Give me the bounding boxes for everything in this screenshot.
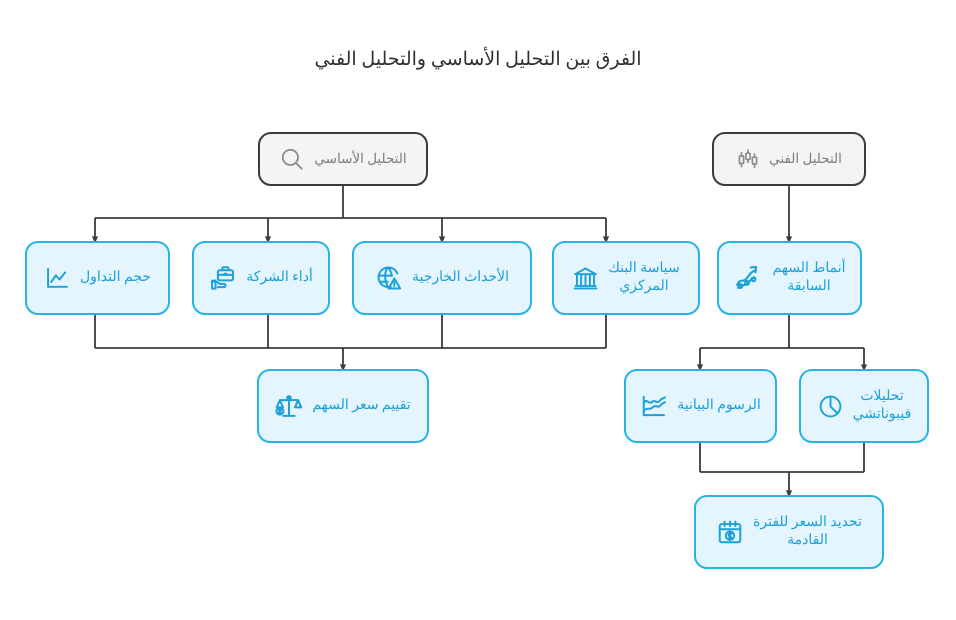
node-label: تحليلات فيبوناتشي: [852, 389, 912, 422]
node-label: أنماط السهم السابقة: [772, 261, 846, 294]
node-label: الأحداث الخارجية: [411, 270, 510, 286]
briefcase-hand-icon: [209, 264, 237, 292]
bank-icon: [572, 265, 599, 292]
calendar-dollar-icon: [716, 518, 744, 546]
node-fibonacci-analysis[interactable]: تحليلات فيبوناتشي: [799, 369, 929, 443]
node-label: سياسة البنك المركزي: [608, 261, 680, 294]
node-trading-volume[interactable]: حجم التداول: [25, 241, 170, 315]
node-label: الرسوم البيانية: [677, 398, 761, 414]
page-title: الفرق بين التحليل الأساسي والتحليل الفني: [314, 49, 642, 70]
node-external-events[interactable]: الأحداث الخارجية: [352, 241, 532, 315]
globe-alert-icon: [375, 264, 403, 292]
node-past-stock-patterns[interactable]: أنماط السهم السابقة: [717, 241, 862, 315]
node-technical-analysis[interactable]: التحليل الفني: [712, 132, 866, 186]
node-company-performance[interactable]: أداء الشركة: [192, 241, 330, 315]
line-chart-icon: [44, 265, 71, 292]
node-label: التحليل الفني: [769, 151, 842, 167]
node-label: حجم التداول: [79, 270, 152, 286]
node-central-bank-policy[interactable]: سياسة البنك المركزي: [552, 241, 700, 315]
search-icon: [279, 146, 305, 172]
pie-slice-icon: [817, 393, 844, 420]
node-label: أداء الشركة: [246, 270, 313, 286]
node-stock-price-valuation[interactable]: تقييم سعر السهم: [257, 369, 429, 443]
node-price-target-next-period[interactable]: تحديد السعر للفترة القادمة: [694, 495, 884, 569]
candlestick-chart-icon: [736, 147, 760, 171]
node-label: تحديد السعر للفترة القادمة: [753, 515, 862, 548]
scales-icon: [275, 392, 303, 420]
wave-chart-icon: [640, 392, 668, 420]
node-fundamental-analysis[interactable]: التحليل الأساسي: [258, 132, 428, 186]
node-charts[interactable]: الرسوم البيانية: [624, 369, 777, 443]
node-label: تقييم سعر السهم: [312, 398, 411, 414]
node-label: التحليل الأساسي: [314, 151, 407, 167]
trend-arrow-icon: [734, 263, 764, 293]
